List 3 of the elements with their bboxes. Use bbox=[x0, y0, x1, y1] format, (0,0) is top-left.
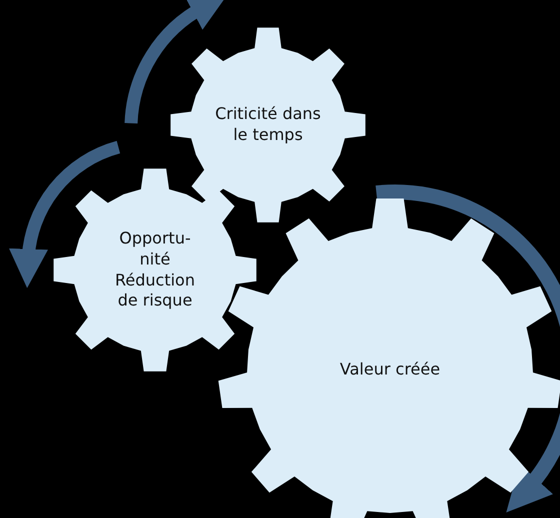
gear-label: Criticité dans le temps bbox=[214, 104, 322, 146]
gear-label: Valeur créée bbox=[338, 360, 442, 380]
gear-label: Opportu- nité Réduction de risque bbox=[114, 228, 196, 312]
